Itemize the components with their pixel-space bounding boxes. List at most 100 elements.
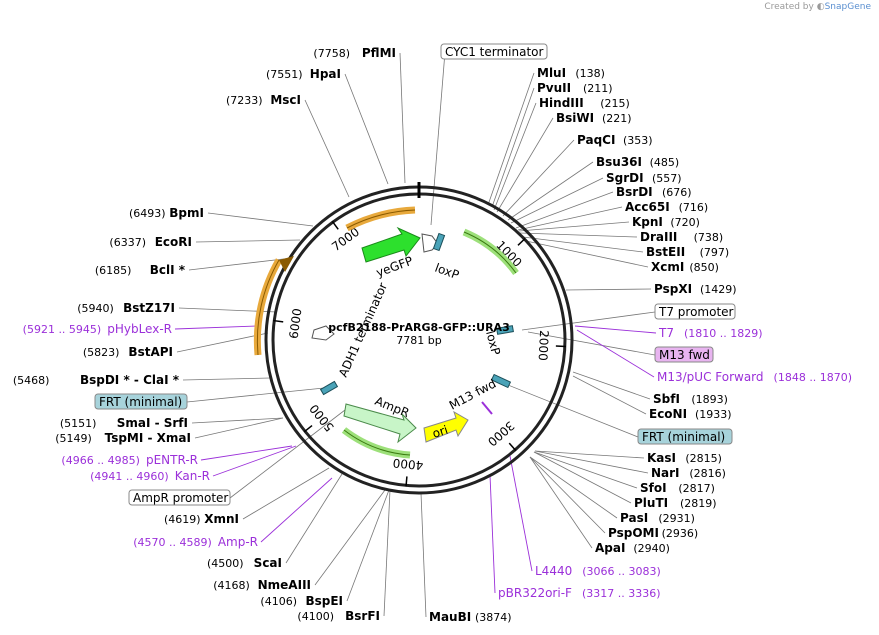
m13-fwd-primer-mark <box>481 401 493 415</box>
enzyme-name[interactable]: PasI <box>620 511 648 525</box>
bp-tick <box>508 442 517 452</box>
primer-label[interactable]: T7(1810 .. 1829) <box>658 326 763 340</box>
enzyme-leader-line <box>493 102 537 211</box>
bp-tick <box>273 319 284 323</box>
enzyme-leader-line <box>522 236 644 253</box>
enzyme-name[interactable]: BstEII <box>646 245 685 259</box>
enzyme-leader-line <box>518 221 630 232</box>
enzyme-name[interactable]: HpaI <box>310 67 341 81</box>
enzyme-name[interactable]: PflMI <box>362 46 396 60</box>
enzyme-position: (5823) <box>83 346 120 359</box>
enzyme-name[interactable]: NmeAIII <box>258 578 311 592</box>
enzyme-name[interactable]: BstZ17I <box>123 301 175 315</box>
enzyme-name[interactable]: EcoNI <box>649 407 687 421</box>
ori-feature[interactable] <box>423 410 469 443</box>
frt-right-feature[interactable] <box>490 373 512 389</box>
frt-left-feature[interactable] <box>319 380 339 396</box>
enzyme-name[interactable]: BspEI <box>305 594 343 608</box>
enzyme-position: (797) <box>700 246 730 259</box>
enzyme-name[interactable]: BspDI * - ClaI * <box>80 373 180 387</box>
primer-range: (4570 .. 4589) <box>133 536 212 549</box>
bp-tick-label: 4000 <box>392 456 424 473</box>
enzyme-name[interactable]: XmnI <box>204 512 239 526</box>
bp-tick-label: 5000 <box>307 401 337 434</box>
enzyme-name[interactable]: BsiWI <box>556 111 594 125</box>
plasmid-name: pcfB2188-PrARG8-GFP::URA3 <box>328 321 509 334</box>
enzyme-name[interactable]: PspXI <box>654 282 692 296</box>
enzyme-name[interactable]: DraIII <box>640 230 677 244</box>
primer-label[interactable]: M13/pUC Forward(1848 .. 1870) <box>657 370 852 384</box>
loxp-top-feature[interactable] <box>432 232 446 252</box>
enzyme-name[interactable]: KasI <box>647 451 676 465</box>
feature-label-text: CYC1 terminator <box>445 45 544 59</box>
enzyme-name[interactable]: PaqCI <box>577 133 615 147</box>
enzyme-leader-line <box>519 232 638 238</box>
ori-label: ori <box>431 423 450 441</box>
feature-label-box[interactable] <box>94 393 188 410</box>
enzyme-name[interactable]: PspOMI <box>608 526 659 540</box>
enzyme-position: (138) <box>575 67 605 80</box>
label-leader-lines <box>174 51 657 618</box>
loxp-right-feature[interactable] <box>496 325 514 335</box>
enzyme-name[interactable]: SgrDI <box>606 171 644 185</box>
enzyme-name[interactable]: MauBI <box>429 610 471 624</box>
enzyme-position: (1893) <box>691 393 728 406</box>
enzyme-name[interactable]: BpmI <box>169 206 204 220</box>
feature-label-box[interactable] <box>654 346 714 363</box>
feature-label-text: M13 fwd <box>659 348 710 362</box>
primer-leader-line <box>489 474 496 594</box>
enzyme-name[interactable]: HindIII <box>539 96 584 110</box>
enzyme-name[interactable]: Acc65I <box>625 200 670 214</box>
yegfp-feature[interactable] <box>361 226 421 263</box>
enzyme-name[interactable]: ScaI <box>254 556 282 570</box>
bp-tick-label: 6000 <box>287 307 305 339</box>
primer-label[interactable]: (5921 .. 5945)pHybLex-R <box>23 322 172 336</box>
enzyme-name[interactable]: SbfI <box>653 392 680 406</box>
feature-label-box[interactable] <box>128 489 231 506</box>
primer-label[interactable]: (4570 .. 4589)Amp-R <box>133 535 258 549</box>
enzyme-name[interactable]: MscI <box>270 93 301 107</box>
primer-range: (1810 .. 1829) <box>684 327 763 340</box>
primer-leader-line <box>212 445 297 477</box>
loxp-right-label: loxP <box>483 329 503 356</box>
primer-label[interactable]: (4966 .. 4985)pENTR-R <box>61 453 198 467</box>
feature-label-box[interactable] <box>440 43 548 60</box>
enzyme-name[interactable]: SmaI - SrfI <box>117 416 188 430</box>
bp-tick-label: 2000 <box>536 330 551 361</box>
snapgene-logo-icon: ◐ <box>816 2 825 12</box>
enzyme-name[interactable]: KpnI <box>632 215 663 229</box>
bp-tick-label: 7000 <box>329 225 362 254</box>
enzyme-name[interactable]: BsrFI <box>345 609 380 623</box>
feature-label-box[interactable] <box>637 428 733 445</box>
enzyme-name[interactable]: MluI <box>537 66 566 80</box>
enzyme-name[interactable]: NarI <box>651 466 680 480</box>
enzyme-leader-line <box>496 117 554 213</box>
enzyme-name[interactable]: PluTI <box>634 496 668 510</box>
enzyme-name[interactable]: TspMI - XmaI <box>105 431 191 445</box>
primer-label[interactable]: pBR322ori-F(3317 .. 3336) <box>498 586 661 600</box>
enzyme-leader-line <box>487 72 535 206</box>
feature-label-box[interactable] <box>654 303 736 320</box>
enzyme-name[interactable]: SfoI <box>640 481 667 495</box>
adh1-terminator-feature[interactable] <box>311 325 335 341</box>
enzyme-name[interactable]: BclI * <box>150 263 186 277</box>
enzyme-position: (1429) <box>700 283 737 296</box>
primer-label[interactable]: (4941 .. 4960)Kan-R <box>90 469 210 483</box>
enzyme-name[interactable]: BsrDI <box>616 185 653 199</box>
enzyme-leader-line <box>194 417 284 439</box>
ampr-feature[interactable] <box>343 403 417 444</box>
enzyme-name[interactable]: BstAPI <box>128 345 173 359</box>
enzyme-position: (485) <box>650 156 680 169</box>
enzyme-name[interactable]: ApaI <box>595 541 625 555</box>
enzyme-name[interactable]: Bsu36I <box>596 155 642 169</box>
enzyme-position: (3874) <box>475 611 512 624</box>
enzyme-name[interactable]: EcoRI <box>155 235 192 249</box>
enzyme-leader-line <box>510 177 604 224</box>
enzyme-name[interactable]: PvuII <box>537 81 571 95</box>
enzyme-position: (2940) <box>633 542 670 555</box>
primer-range: (1848 .. 1870) <box>774 371 853 384</box>
enzyme-position: (557) <box>652 172 682 185</box>
enzyme-leader-line <box>572 375 647 415</box>
enzyme-name[interactable]: XcmI <box>651 260 684 274</box>
primer-label[interactable]: L4440(3066 .. 3083) <box>535 564 661 578</box>
